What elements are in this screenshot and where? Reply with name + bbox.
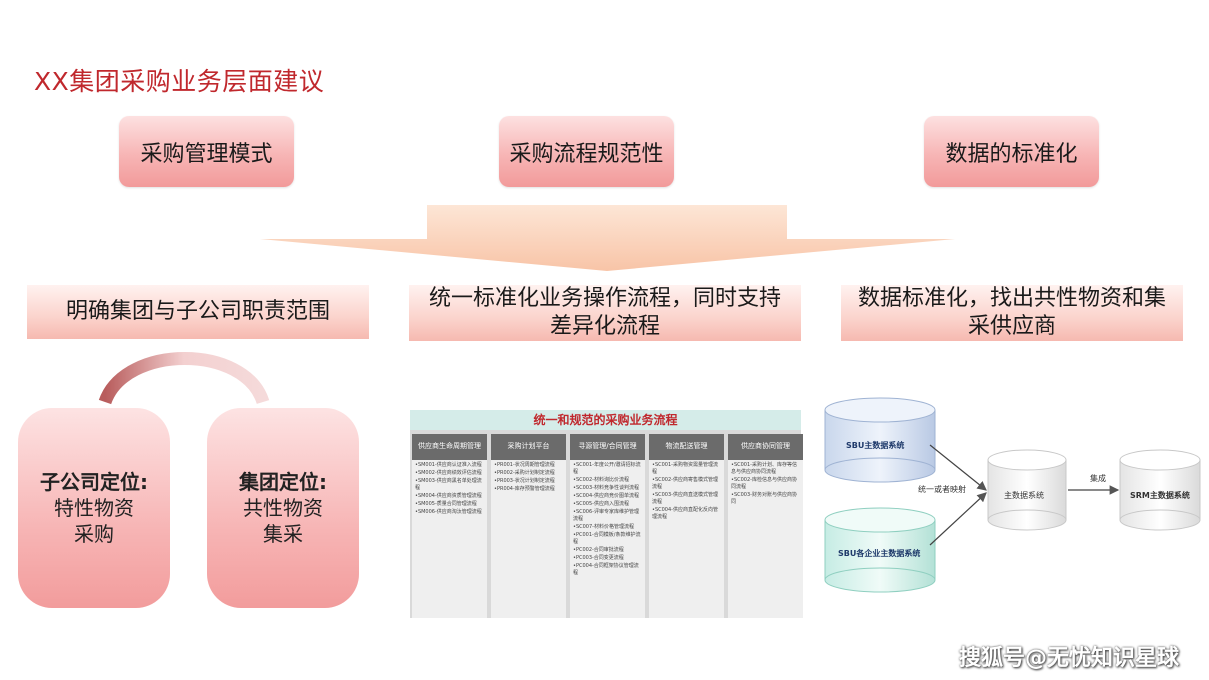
sbu-master-label: SBU主数据系统 (846, 441, 905, 450)
srm-master-cylinder (1119, 449, 1201, 531)
master-data-cylinder (987, 449, 1067, 531)
page-title: XX集团采购业务层面建议 (34, 67, 325, 96)
list-item: •SM005-质量合同管理流程 (415, 501, 477, 507)
data-system-diagram (824, 397, 1201, 593)
list-item: •SM004-供应商资质管理流程 (415, 493, 482, 499)
column-header: 采购计划平台 (507, 442, 550, 450)
list-item: •SC002-库检信息与供应商协同流程 (731, 477, 797, 490)
flow-column-planning: 采购计划平台 •PR001-状况周期管理流程 •PR002-采购计划制定流程 •… (491, 434, 566, 618)
pill-label: 数据的标准化 (945, 141, 1078, 167)
column-body: •PR001-状况周期管理流程 •PR002-采购计划制定流程 •PR003-状… (491, 460, 566, 618)
flow-column-collaboration: 供应商协同管理 •SC001-采购计划、库存等信息与供应商协同流程 •SC002… (728, 434, 803, 618)
list-item: •SC003-材料竞争性谈判流程 (573, 485, 639, 491)
column-header: 供应商生命周期管理 (418, 442, 481, 450)
band-data-standard: 数据标准化，找出共性物资和集采供应商 (841, 285, 1183, 341)
column-body: •SC001-年度公开/邀请招标流程 •SC002-材料询比价流程 •SC003… (570, 460, 645, 618)
list-item: •SC001-年度公开/邀请招标流程 (573, 462, 641, 475)
mapping-label: 统一或者映射 (918, 485, 966, 494)
watermark: 搜狐号@无忧知识星球 (958, 646, 1179, 671)
column-header: 供应商协同管理 (741, 442, 790, 450)
list-item: •PC003-合同变更流程 (573, 555, 624, 561)
srm-master-label: SRM主数据系统 (1130, 491, 1190, 500)
list-item: •PC002-合同审批流程 (573, 547, 624, 553)
box-subsidiary-position: 子公司定位: 特性物资 采购 (18, 408, 170, 608)
column-header: 寻源管理/合同管理 (578, 442, 637, 450)
arrow-enterprise-to-master (929, 492, 987, 546)
list-item: •PR004-库存预警管理流程 (494, 486, 555, 492)
list-item: •SC005-供应商入围流程 (573, 501, 629, 507)
column-body: •SC001-采购计划、库存等信息与供应商协同流程 •SC002-库检信息与供应… (728, 460, 803, 618)
list-item: •SM002-供应商绩效评估流程 (415, 470, 482, 476)
connector-arc (98, 352, 270, 405)
list-item: •SC003-供应商直送模式管理流程 (652, 492, 718, 505)
band-label: 明确集团与子公司职责范围 (65, 299, 330, 324)
list-item: •SC003-财务对账与供应商协同 (731, 492, 797, 505)
band-unified-process: 统一标准化业务操作流程，同时支持差异化流程 (409, 285, 801, 341)
list-item: •PR002-采购计划制定流程 (494, 470, 555, 476)
pill-label: 采购流程规范性 (509, 141, 664, 167)
list-item: •SM006-供应商淘汰管理流程 (415, 509, 482, 515)
integration-label: 集成 (1090, 474, 1106, 483)
converge-arrow (260, 205, 955, 271)
pill-label: 采购管理模式 (140, 141, 273, 167)
pill-procurement-mode: 采购管理模式 (119, 116, 294, 187)
band-label: 数据标准化，找出共性物资和集采供应商 (857, 286, 1166, 339)
column-header: 物流配送管理 (665, 442, 708, 450)
list-item: •SM003-供应商黑名单处理流程 (415, 478, 482, 491)
list-item: •SC007-材料价格管理流程 (573, 524, 634, 530)
list-item: •SC001-采购物资需量管理流程 (652, 462, 718, 475)
pill-process-standard: 采购流程规范性 (499, 116, 674, 187)
box-line: 特性物资 (54, 496, 134, 520)
column-body: •SM001-供应商认证准入流程 •SM002-供应商绩效评估流程 •SM003… (412, 460, 487, 618)
list-item: •PC004-合同框架协议管理流程 (573, 563, 639, 576)
list-item: •PR001-状况周期管理流程 (494, 462, 555, 468)
master-data-label: 主数据系统 (1004, 491, 1044, 500)
list-item: •SC002-供应商寄售模式管理流程 (652, 477, 718, 490)
flow-column-supplier-lifecycle: 供应商生命周期管理 •SM001-供应商认证准入流程 •SM002-供应商绩效评… (412, 434, 487, 618)
list-item: •SC004-供应商直配化反向管理流程 (652, 507, 718, 520)
pill-data-standard: 数据的标准化 (924, 116, 1099, 187)
sbu-enterprise-cylinder (824, 507, 936, 593)
list-item: •SM001-供应商认证准入流程 (415, 462, 482, 468)
box-heading: 集团定位: (239, 470, 327, 494)
sbu-enterprise-label: SBU各企业主数据系统 (838, 549, 921, 558)
column-body: •SC001-采购物资需量管理流程 •SC002-供应商寄售模式管理流程 •SC… (649, 460, 724, 618)
box-line: 共性物资 (243, 496, 323, 520)
list-item: •SC002-材料询比价流程 (573, 477, 629, 483)
band-responsibility: 明确集团与子公司职责范围 (27, 285, 369, 339)
list-item: •SC001-采购计划、库存等信息与供应商协同流程 (731, 462, 797, 475)
list-item: •SC004-供应商竞价图单流程 (573, 493, 639, 499)
list-item: •PC001-合同模板/条款维护流程 (573, 532, 641, 545)
box-line: 集采 (263, 522, 303, 546)
arrow-sbu-to-master (929, 444, 987, 491)
box-heading: 子公司定位: (40, 470, 148, 494)
process-flow-title: 统一和规范的采购业务流程 (410, 410, 801, 430)
box-group-position: 集团定位: 共性物资 集采 (207, 408, 359, 608)
box-line: 采购 (74, 522, 114, 546)
flow-column-sourcing: 寻源管理/合同管理 •SC001-年度公开/邀请招标流程 •SC002-材料询比… (570, 434, 645, 618)
list-item: •SC006-评审专家库维护管理流程 (573, 509, 639, 522)
sbu-master-cylinder (824, 397, 936, 483)
flow-column-logistics: 物流配送管理 •SC001-采购物资需量管理流程 •SC002-供应商寄售模式管… (649, 434, 724, 618)
band-label: 统一标准化业务操作流程，同时支持差异化流程 (428, 286, 781, 339)
list-item: •PR003-状况计划制定流程 (494, 478, 555, 484)
